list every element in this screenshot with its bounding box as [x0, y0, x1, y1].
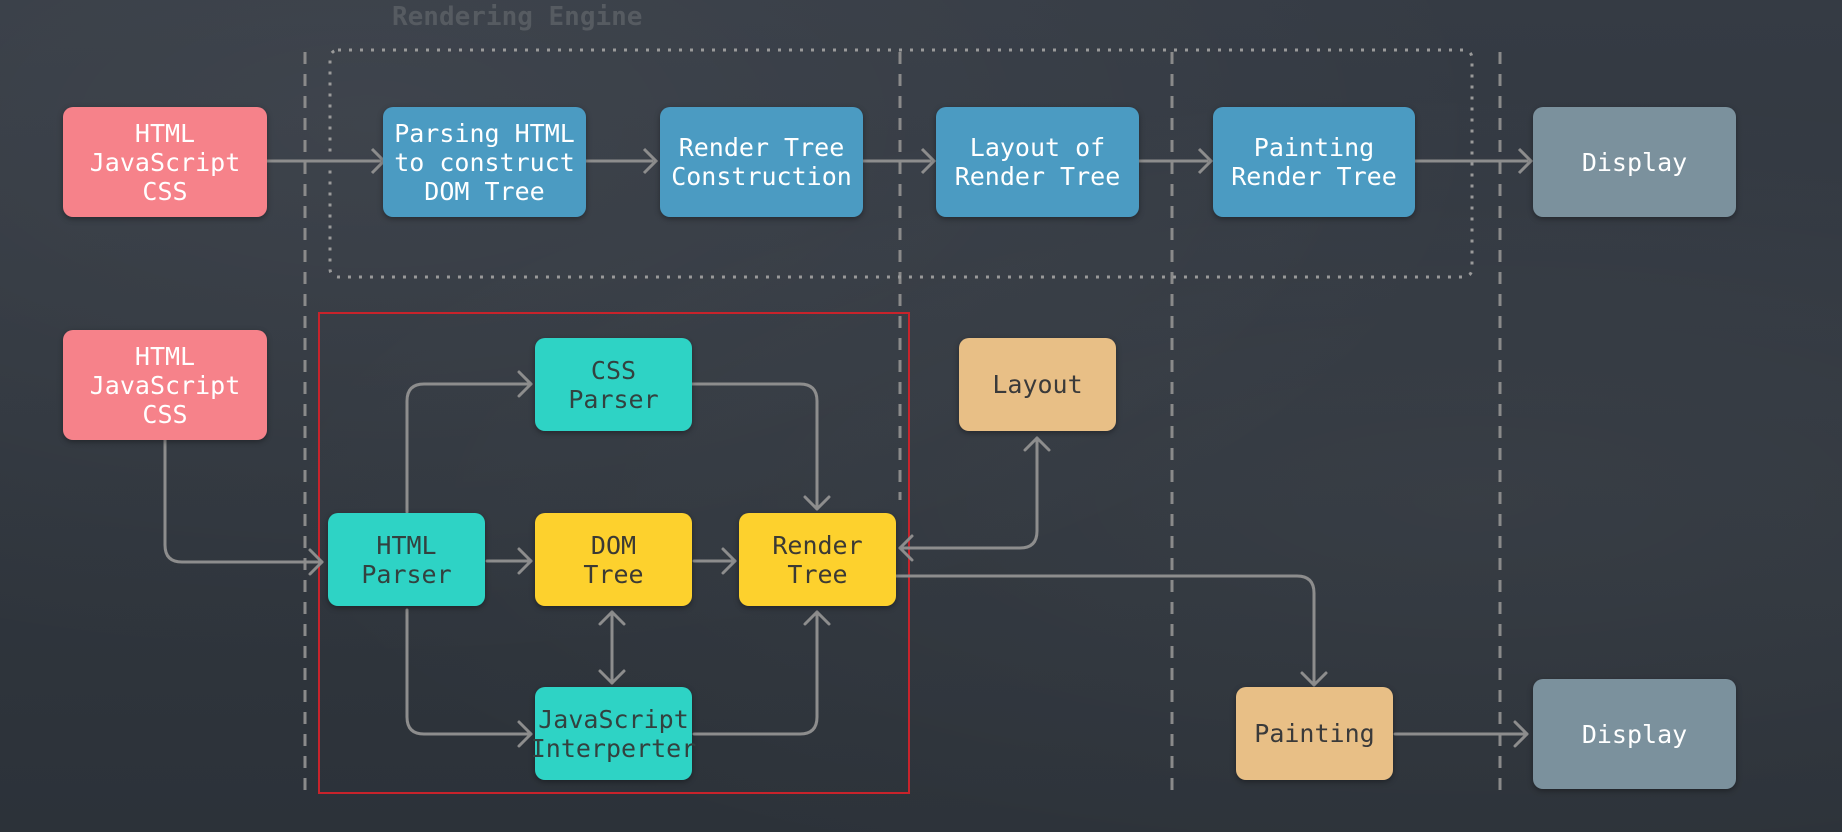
node-line: Layout of — [969, 133, 1106, 162]
node-line: HTML — [376, 530, 437, 560]
render-tree-node: Render Tree — [739, 513, 896, 606]
node-line: Display — [1581, 147, 1688, 177]
layout-node: Layout — [959, 338, 1116, 431]
arrow-css-parser-to-render-tree — [690, 382, 819, 511]
node-line: Interperter — [530, 733, 697, 763]
node-line: JavaScript — [538, 704, 689, 734]
html-parser-node: HTML Parser — [328, 513, 485, 606]
painting-render-tree-node: Painting Render Tree — [1213, 107, 1415, 217]
node-line: to construct — [394, 147, 575, 177]
node-line: Construction — [671, 162, 852, 191]
arrow-render-tree-layout — [898, 436, 1039, 550]
node-line: Painting — [1254, 719, 1375, 748]
node-line: CSS — [142, 176, 188, 206]
node-line: Render Tree — [954, 162, 1121, 191]
bottom-display-node: Display — [1533, 679, 1736, 789]
node-line: Tree — [787, 559, 848, 589]
top-display-node: Display — [1533, 107, 1736, 217]
node-line: CSS — [142, 399, 188, 429]
bottom-source-node: HTML JavaScript CSS — [63, 330, 267, 440]
node-line: JavaScript — [89, 370, 241, 400]
arrow-render-tree-to-painting — [894, 574, 1316, 687]
node-line: HTML — [134, 341, 196, 371]
node-line: HTML — [134, 118, 196, 148]
rendering-engine-frame — [328, 48, 1474, 279]
node-line: Parsing HTML — [394, 118, 575, 148]
arrow-html-parser-to-css-parser — [405, 382, 533, 514]
dom-tree-node: DOM Tree — [535, 513, 692, 606]
arrow-source-to-html-parser — [163, 438, 324, 564]
node-line: Tree — [583, 559, 644, 589]
css-parser-node: CSS Parser — [535, 338, 692, 431]
painting-node: Painting — [1236, 687, 1393, 780]
node-line: Render Tree — [1231, 162, 1397, 191]
node-line: Parser — [361, 559, 452, 589]
highlight-box — [318, 312, 910, 794]
rendering-engine-label: Rendering Engine — [392, 2, 643, 32]
arrow-js-interpreter-to-render-tree — [692, 610, 819, 736]
node-line: Render — [772, 530, 863, 560]
node-line: Render Tree — [678, 133, 845, 162]
node-line: Display — [1581, 719, 1688, 749]
node-line: Layout — [992, 370, 1083, 399]
js-interpreter-node: JavaScript Interperter — [531, 687, 696, 780]
top-source-node: HTML JavaScript CSS — [63, 107, 267, 217]
node-line: JavaScript — [89, 147, 241, 177]
node-line: DOM Tree — [424, 176, 545, 206]
node-line: DOM — [590, 530, 637, 560]
node-line: Parser — [568, 384, 659, 414]
parse-html-node: Parsing HTML to construct DOM Tree — [383, 107, 586, 217]
arrow-html-parser-to-js-interpreter — [405, 608, 533, 736]
layout-render-tree-node: Layout of Render Tree — [936, 107, 1139, 217]
render-tree-construction-node: Render Tree Construction — [660, 107, 863, 217]
node-line: CSS — [590, 355, 637, 385]
node-line: Painting — [1253, 133, 1375, 162]
